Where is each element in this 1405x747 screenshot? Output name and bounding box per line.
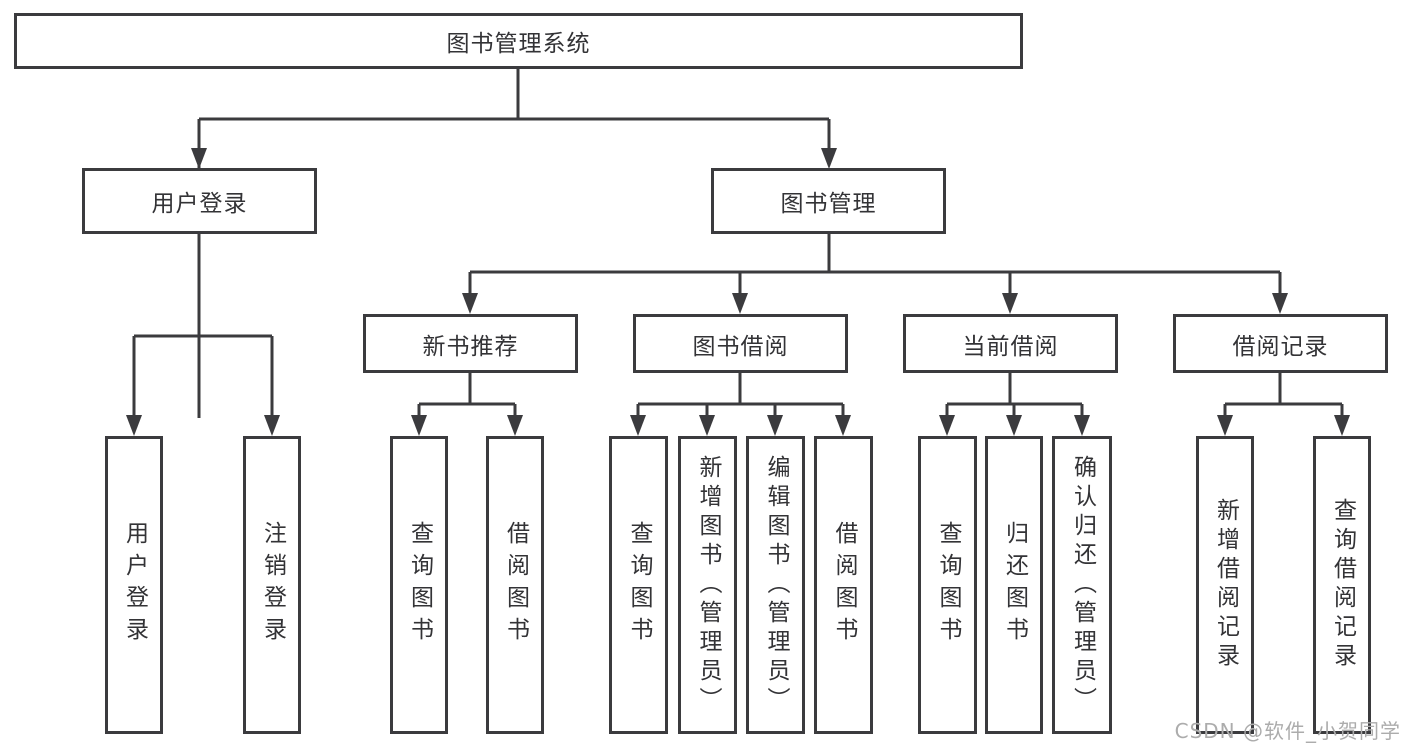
node-new-book-recommend: 新书推荐 bbox=[363, 314, 578, 373]
leaf-logout: 注销登录 bbox=[243, 436, 301, 734]
node-book-management: 图书管理 bbox=[711, 168, 946, 234]
csdn-watermark: CSDN @软件_小贺同学 bbox=[1174, 719, 1401, 743]
leaf-borrow-books-borrowing: 借阅图书 bbox=[814, 436, 873, 734]
leaf-edit-books-admin: 编辑图书（管理员） bbox=[746, 436, 805, 734]
leaf-confirm-return-admin: 确认归还（管理员） bbox=[1052, 436, 1112, 734]
leaf-query-books-recommend: 查询图书 bbox=[390, 436, 448, 734]
arrowhead-icons bbox=[126, 148, 1350, 436]
node-label: 借阅记录 bbox=[1232, 333, 1329, 360]
node-user-login: 用户登录 bbox=[82, 168, 317, 234]
node-label: 图书借阅 bbox=[692, 333, 789, 360]
leaf-user-login: 用户登录 bbox=[105, 436, 163, 734]
leaf-return-books: 归还图书 bbox=[985, 436, 1043, 734]
node-label: 用户登录 bbox=[151, 191, 248, 217]
leaf-query-borrow-record: 查询借阅记录 bbox=[1313, 436, 1371, 734]
node-borrowing-records: 借阅记录 bbox=[1173, 314, 1388, 373]
leaf-query-books-current: 查询图书 bbox=[918, 436, 977, 734]
node-current-borrowing: 当前借阅 bbox=[903, 314, 1118, 373]
leaf-borrow-books-recommend: 借阅图书 bbox=[486, 436, 544, 734]
node-label: 当前借阅 bbox=[962, 333, 1059, 360]
node-library-management-system: 图书管理系统 bbox=[14, 13, 1023, 69]
node-label: 新书推荐 bbox=[422, 333, 519, 360]
leaf-add-books-admin: 新增图书（管理员） bbox=[678, 436, 737, 734]
node-label: 图书管理系统 bbox=[446, 31, 591, 57]
leaf-add-borrow-record: 新增借阅记录 bbox=[1196, 436, 1254, 734]
leaf-query-books-borrowing: 查询图书 bbox=[609, 436, 668, 734]
node-book-borrowing: 图书借阅 bbox=[633, 314, 848, 373]
node-label: 图书管理 bbox=[780, 191, 877, 217]
